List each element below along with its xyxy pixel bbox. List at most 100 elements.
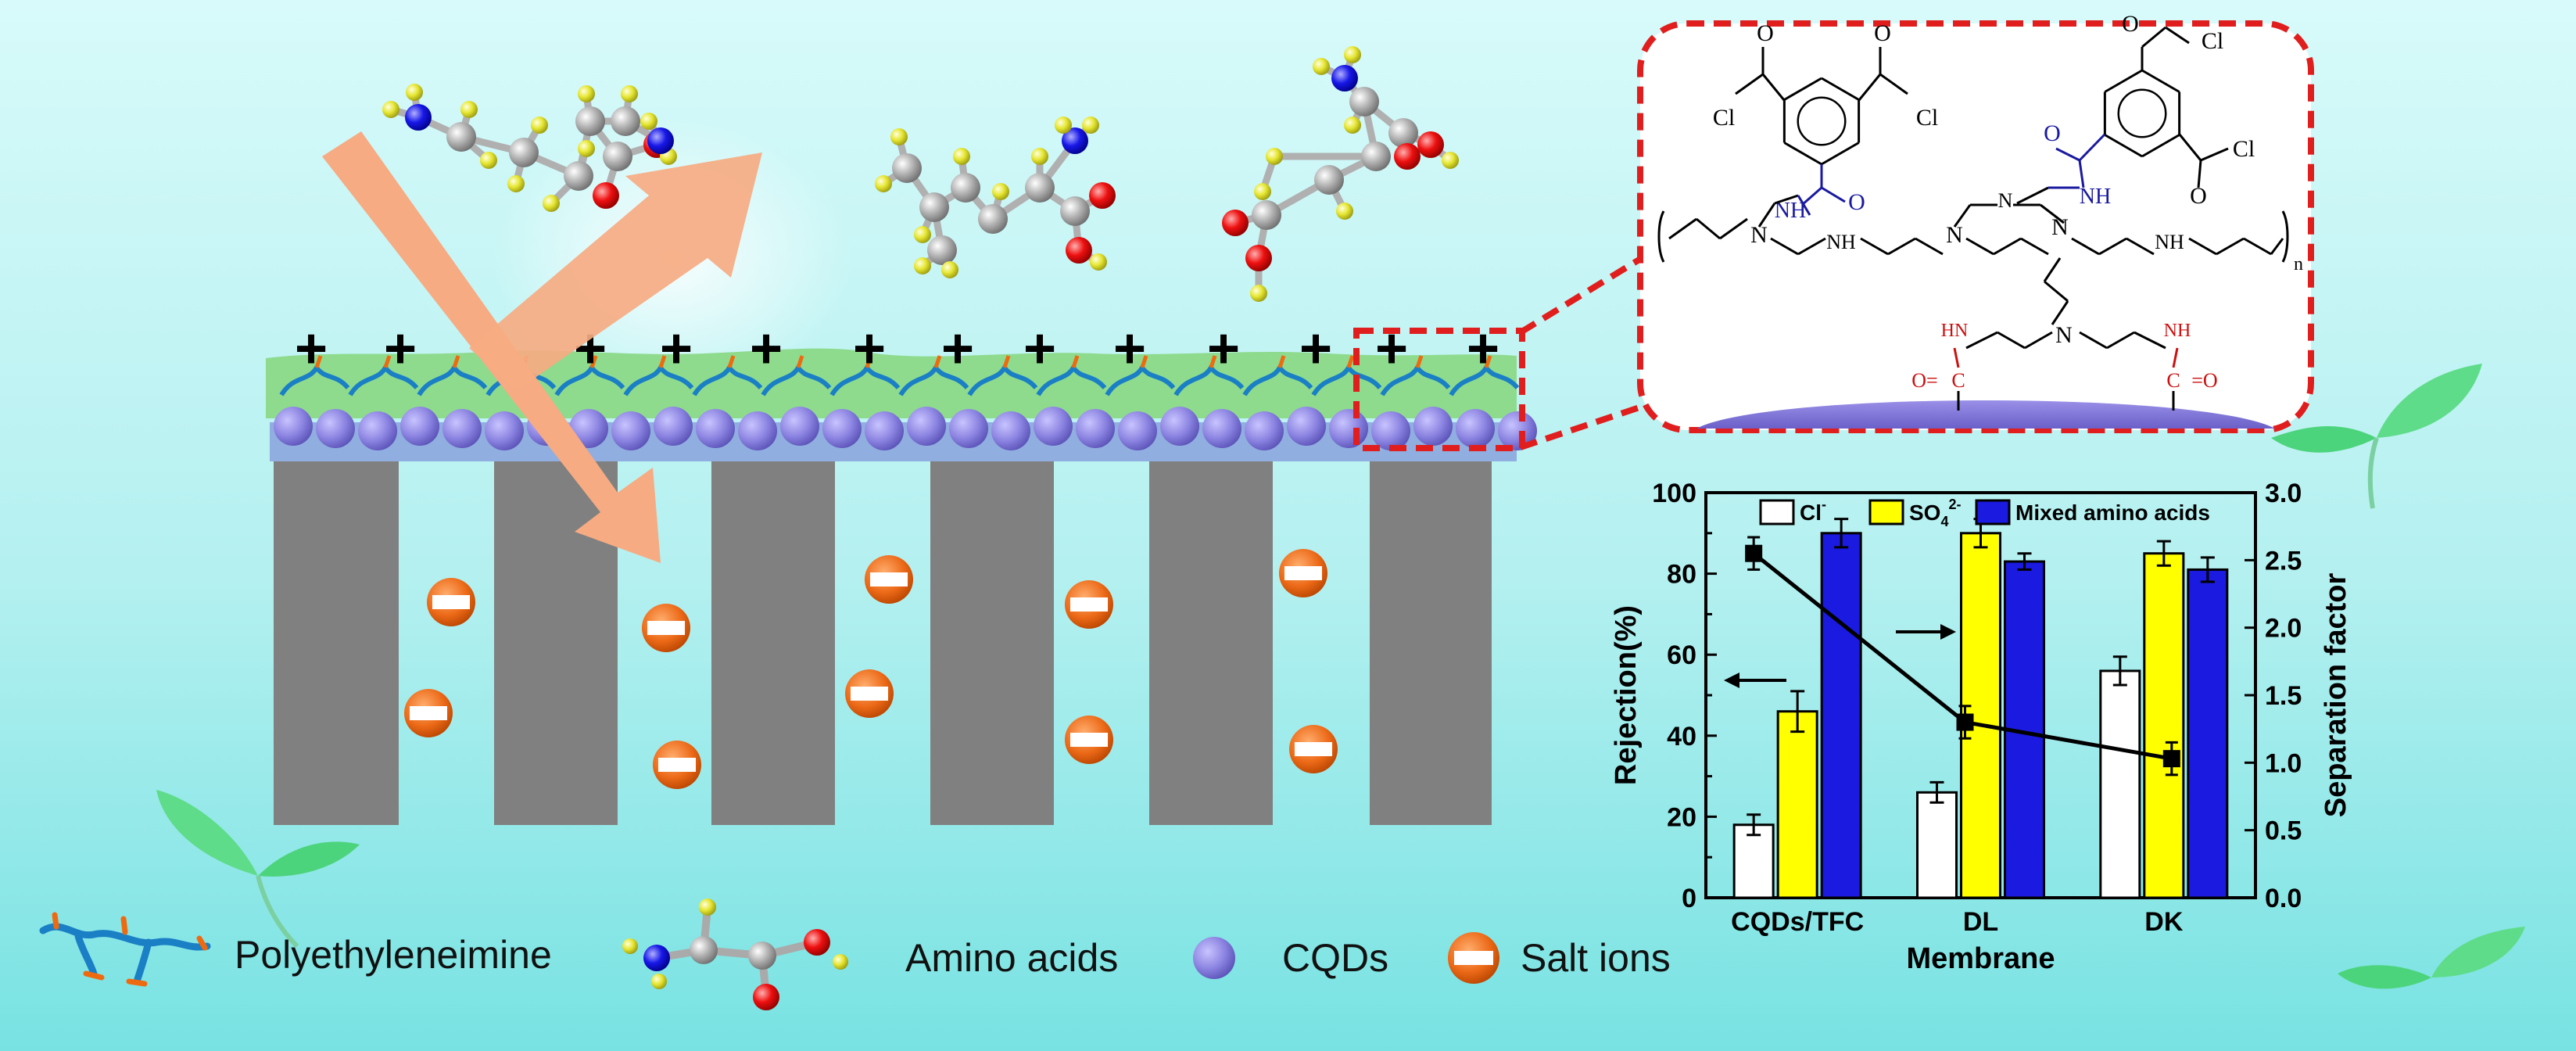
plus-sign: + xyxy=(384,317,417,380)
chart-content: 0204060801000.00.51.01.52.02.53.0CQDs/TF… xyxy=(1652,479,2302,937)
atom xyxy=(1394,143,1421,170)
pei-amine xyxy=(1002,355,1011,368)
bond-line xyxy=(2044,280,2069,303)
bond-line xyxy=(2040,203,2065,224)
leaf-right-top xyxy=(2271,364,2482,509)
atom xyxy=(1442,152,1459,169)
pei-amine xyxy=(1140,355,1148,368)
right-axis-arrow-head xyxy=(1940,624,1956,640)
y2-tick-label: 2.5 xyxy=(2265,546,2302,576)
bond-line xyxy=(2141,26,2166,48)
bond-line xyxy=(2055,147,2080,162)
zoom-detail-box xyxy=(1637,20,2314,433)
atom xyxy=(1025,173,1055,203)
legend-swatch-chloride xyxy=(1759,499,1795,526)
atom-label: N xyxy=(1946,222,1963,248)
bond-line xyxy=(2134,331,2166,350)
plus-sign: + xyxy=(1299,317,1332,380)
pei-chain xyxy=(1311,363,1382,396)
cqd-particle xyxy=(654,407,693,446)
bond-line xyxy=(1761,74,1786,101)
pei-chain xyxy=(417,363,488,396)
atom xyxy=(1388,118,1418,148)
pei-amine xyxy=(1277,355,1286,368)
plus-sign: + xyxy=(1375,317,1408,380)
x-tick-label: CQDs/TFC xyxy=(1731,907,1864,937)
bond-line xyxy=(2243,237,2272,256)
bond-line xyxy=(1801,186,1822,206)
amino-acid-legend-icon xyxy=(622,899,848,1010)
pei-chain xyxy=(898,363,969,396)
pei-chain xyxy=(1105,363,1176,396)
atom xyxy=(578,140,595,157)
pei-amine xyxy=(658,355,667,368)
y-tick-label: 0 xyxy=(1682,884,1696,913)
atom xyxy=(978,204,1008,234)
pei-amine xyxy=(865,355,873,368)
atom xyxy=(446,122,476,152)
atom xyxy=(1331,65,1358,91)
cqd-particle xyxy=(1034,407,1073,446)
bond-line xyxy=(1997,331,2026,350)
leaf-left-bottom xyxy=(156,790,360,949)
salt-ion xyxy=(404,689,453,737)
salt-ion xyxy=(642,604,690,652)
pore-wall xyxy=(1149,450,1273,825)
pei-amine xyxy=(452,355,460,368)
polymer-bracket-right xyxy=(2281,210,2289,263)
zoom-source-box xyxy=(1353,328,1525,451)
pei-chain xyxy=(967,363,1038,396)
pei-chain xyxy=(1036,363,1107,396)
bar-chloride xyxy=(1916,791,1958,899)
y2-tick-label: 3.0 xyxy=(2265,479,2302,508)
salt-ion xyxy=(1065,580,1113,629)
cqd-particle xyxy=(949,409,988,448)
atom xyxy=(405,104,432,131)
salt-ions xyxy=(404,549,1338,789)
bond-line xyxy=(2020,237,2049,256)
cqd-particle xyxy=(1498,411,1537,450)
bond-line xyxy=(2043,257,2062,282)
amino-acid-molecule xyxy=(875,117,1116,278)
pei-amine xyxy=(1209,355,1217,368)
pei-amine xyxy=(796,355,804,368)
bond-line xyxy=(2200,147,2229,162)
atom-label: NH xyxy=(1826,231,1856,253)
separation-factor-point xyxy=(1956,713,1974,731)
membrane-support xyxy=(274,450,1492,825)
bond-line xyxy=(1858,74,1882,101)
x-tick-label: DK xyxy=(2144,907,2184,937)
cqd-particle xyxy=(1456,409,1495,448)
bond-line xyxy=(2165,26,2190,45)
atom xyxy=(460,101,478,118)
atom xyxy=(992,183,1009,200)
salt-ion-minus xyxy=(1284,566,1322,580)
pore-wall xyxy=(494,450,618,825)
pei-chain xyxy=(279,363,350,396)
bond-line xyxy=(1797,195,1811,216)
legend-label-superscript: - xyxy=(1822,497,1826,512)
pei-chain xyxy=(554,363,625,396)
bond-line xyxy=(2024,331,2053,350)
bond-line xyxy=(2197,160,2202,188)
legend-label-sulfate: SO42- xyxy=(1909,497,1962,529)
atom xyxy=(1090,253,1107,271)
cqd-particle xyxy=(1076,409,1115,448)
bond-line xyxy=(2270,238,2284,255)
y2-tick-label: 1.0 xyxy=(2265,748,2302,778)
pei-chain xyxy=(623,363,694,396)
bond-line xyxy=(1887,237,1916,256)
atom xyxy=(1055,117,1072,134)
cqd-particle xyxy=(1413,407,1453,446)
bond-line xyxy=(1783,142,1822,166)
plus-sign: + xyxy=(1467,317,1499,380)
salt-ion-minus xyxy=(1070,733,1108,747)
pore-wall xyxy=(274,450,399,825)
plus-sign: + xyxy=(1113,317,1146,380)
bond-line xyxy=(1993,237,2022,256)
atom-label: O xyxy=(1848,189,1865,215)
bond-line xyxy=(1668,217,1697,240)
x-axis-label: Membrane xyxy=(1906,942,2055,975)
